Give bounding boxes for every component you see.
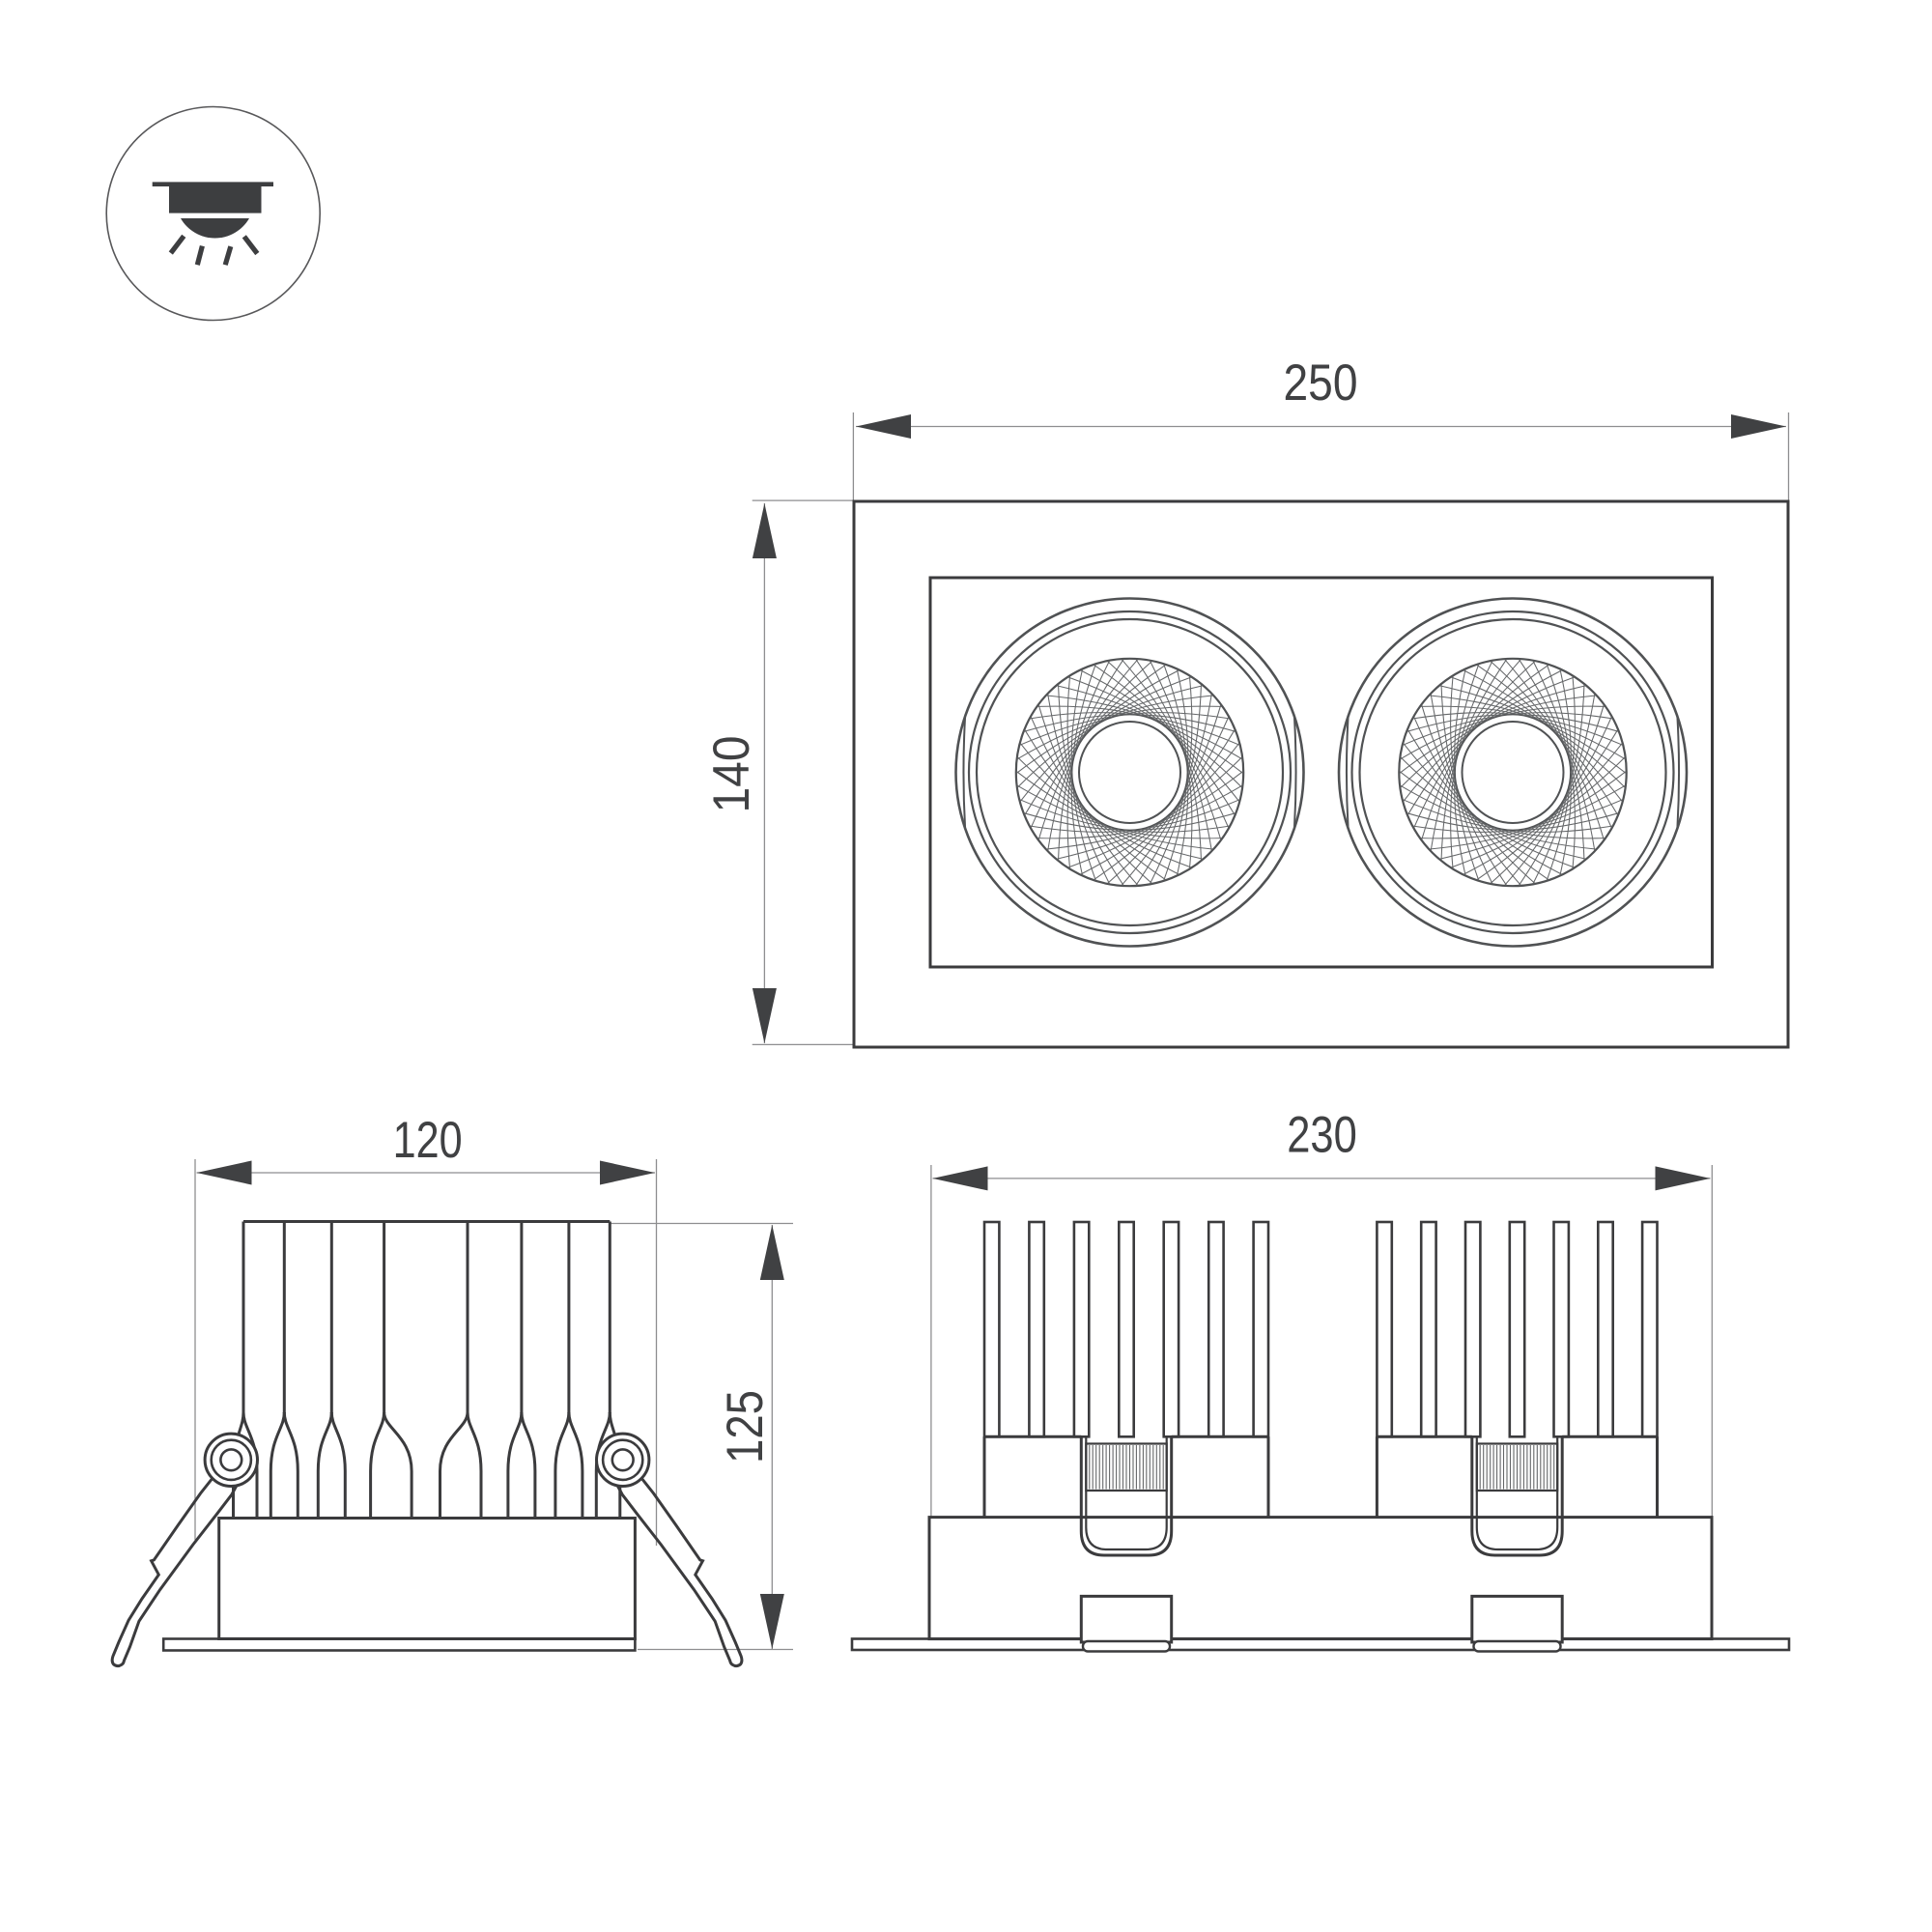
svg-text:230: 230: [1287, 1107, 1357, 1164]
svg-text:140: 140: [703, 736, 760, 813]
svg-text:250: 250: [1284, 355, 1358, 412]
svg-text:125: 125: [717, 1390, 774, 1463]
svg-text:120: 120: [393, 1112, 463, 1169]
